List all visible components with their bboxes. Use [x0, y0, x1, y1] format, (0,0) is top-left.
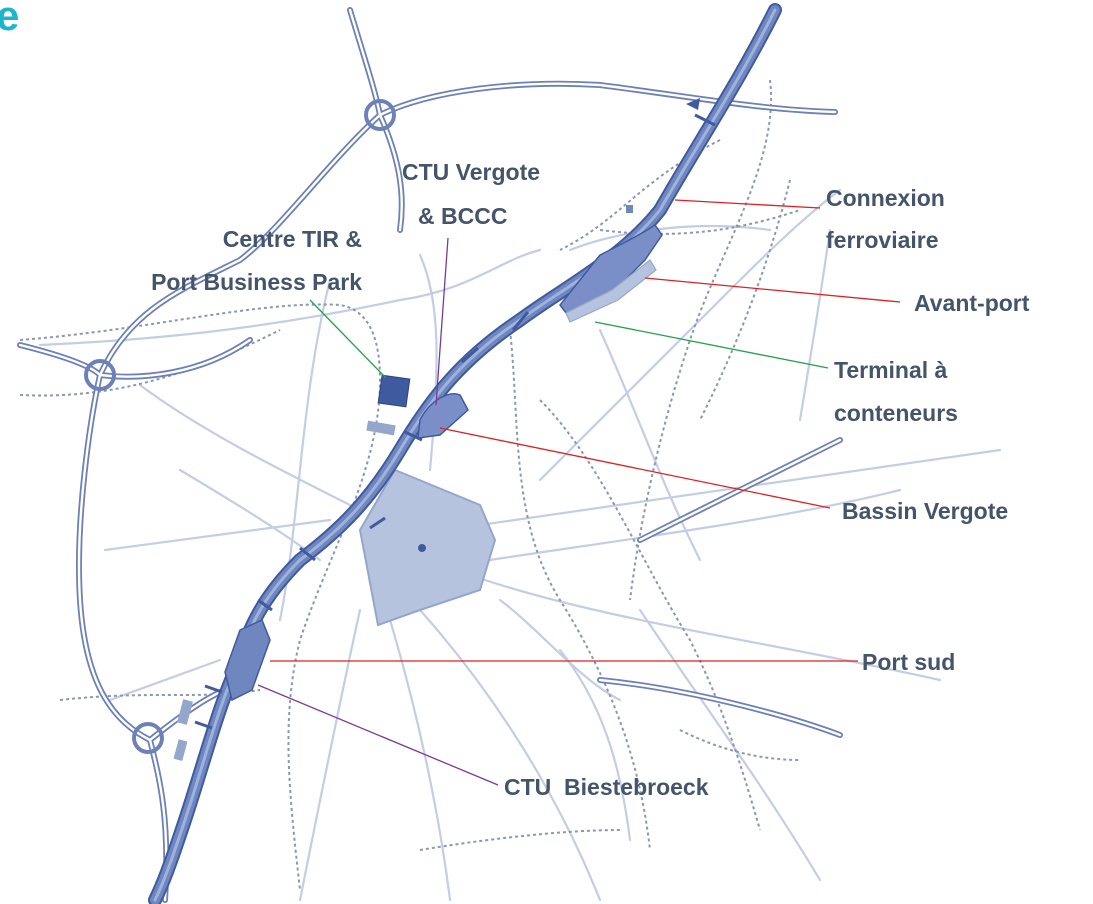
canal	[148, 3, 782, 904]
city-centre-pentagon	[358, 468, 497, 627]
road-network	[38, 188, 1002, 902]
port-sud-basin	[224, 618, 271, 702]
motorway-interchange-icon	[84, 99, 396, 754]
corner-glyph: e	[0, 0, 19, 39]
city-centre-dot-icon	[418, 544, 426, 552]
leader-terminal	[594, 321, 829, 369]
label-terminal-line1: Terminal à	[834, 357, 948, 383]
map-labels: Connexion ferroviaire Avant-port Termina…	[151, 159, 1030, 800]
centre-tir-block	[377, 374, 411, 408]
label-centre-tir-line2: Port Business Park	[151, 269, 362, 295]
canal-bridges	[194, 113, 716, 730]
container-terminal	[565, 259, 657, 323]
bassin-vergote-basin	[417, 393, 469, 439]
canal-marker-triangle	[686, 98, 700, 110]
label-ctu-biestebroeck: CTU Biestebroeck	[504, 774, 709, 800]
label-avant-port: Avant-port	[914, 290, 1030, 316]
leader-ctu-vergote	[435, 237, 449, 406]
label-ctu-vergote-line1: CTU Vergote	[402, 159, 540, 185]
label-connexion-line1: Connexion	[826, 185, 945, 211]
label-ctu-vergote-line2: & BCCC	[418, 203, 507, 229]
label-centre-tir-line1: Centre TIR &	[223, 226, 362, 252]
biestebroeck-block-2	[173, 739, 188, 761]
label-bassin-vergote: Bassin Vergote	[842, 498, 1008, 524]
rail-connection-block	[626, 205, 633, 213]
motorways	[17, 7, 843, 903]
label-connexion-line2: ferroviaire	[826, 227, 939, 253]
leader-connexion	[674, 199, 821, 209]
leader-bassin-vergote	[439, 427, 831, 509]
port-basins	[173, 98, 700, 761]
label-terminal-line2: conteneurs	[834, 400, 958, 426]
label-port-sud: Port sud	[862, 649, 955, 675]
leader-centre-tir	[309, 299, 387, 379]
biestebroeck-block	[177, 699, 193, 725]
leader-lines	[257, 199, 901, 786]
leader-avant-port	[644, 277, 901, 303]
centre-tir-block-small	[366, 420, 396, 436]
leader-ctu-biestebroeck	[257, 684, 499, 786]
